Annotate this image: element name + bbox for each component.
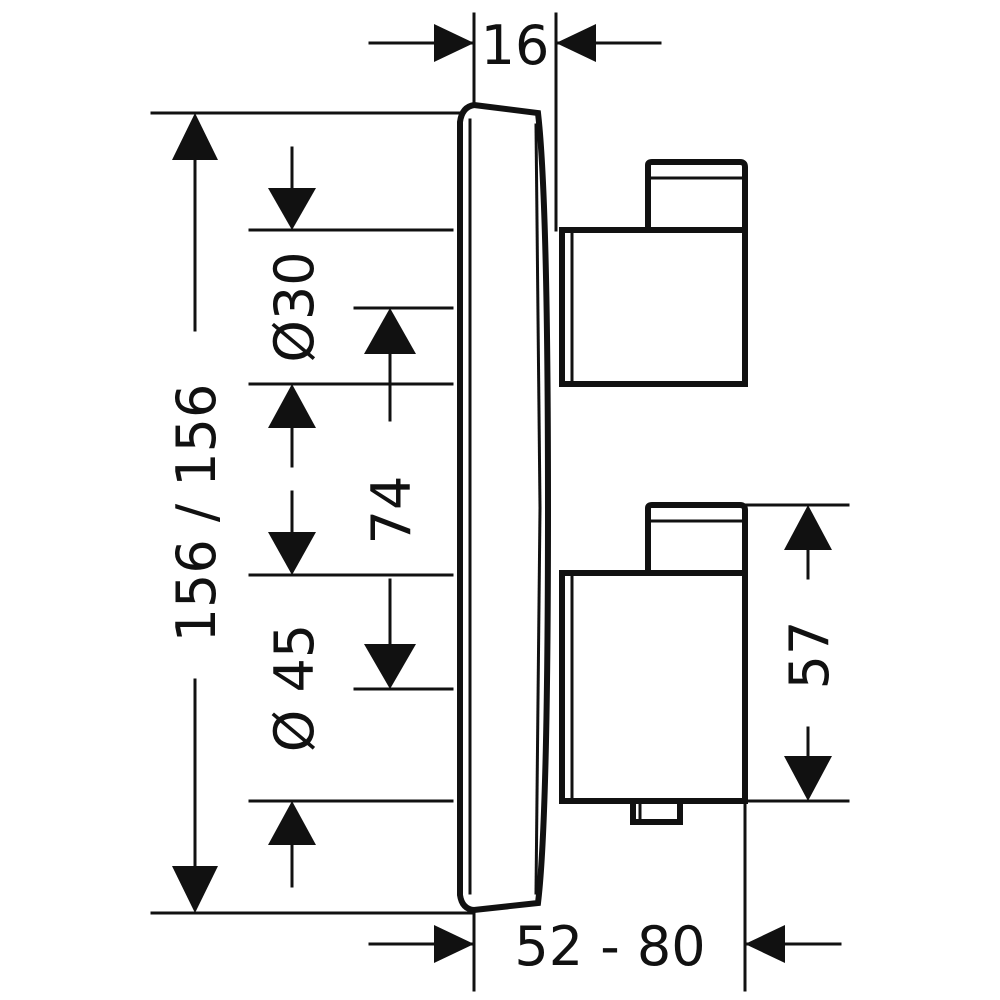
arrow-down-icon	[268, 188, 316, 230]
arrow-down-icon	[172, 866, 218, 913]
dimension-label-depth-top: 16	[481, 14, 550, 77]
arrow-up-icon	[268, 801, 316, 845]
dimension-depth-range: 52 - 80	[368, 915, 842, 978]
arrow-down-icon	[364, 644, 416, 689]
arrow-up-icon	[172, 113, 218, 160]
arrow-up-icon	[268, 384, 316, 428]
dimension-dia-bottom: Ø 45	[263, 490, 326, 888]
arrow-left-icon	[556, 24, 596, 62]
dimension-center-distance: 74	[360, 308, 423, 689]
lower-handle	[559, 502, 748, 825]
upper-handle	[559, 159, 748, 387]
arrow-up-icon	[364, 308, 416, 354]
dimension-dia-top: Ø30	[263, 146, 326, 468]
dimension-label-dia-top: Ø30	[263, 251, 326, 362]
dimension-label-total-height: 156 / 156	[165, 384, 228, 643]
dimension-label-dia-bottom: Ø 45	[263, 624, 326, 752]
dimension-label-depth-range: 52 - 80	[514, 915, 705, 978]
arrow-up-icon	[784, 505, 832, 550]
dimension-total-height: 156 / 156	[165, 113, 228, 913]
dimension-handle-height: 57	[778, 505, 841, 801]
dimension-label-center-distance: 74	[360, 476, 423, 545]
dimension-depth-top: 16	[368, 14, 662, 77]
arrow-right-icon	[434, 925, 474, 963]
arrow-right-icon	[434, 24, 474, 62]
faceplate	[457, 101, 552, 914]
arrow-left-icon	[745, 925, 785, 963]
dimension-label-handle-height: 57	[778, 621, 841, 690]
arrow-down-icon	[784, 756, 832, 801]
extension-lines	[150, 12, 850, 992]
arrow-down-icon	[268, 532, 316, 575]
